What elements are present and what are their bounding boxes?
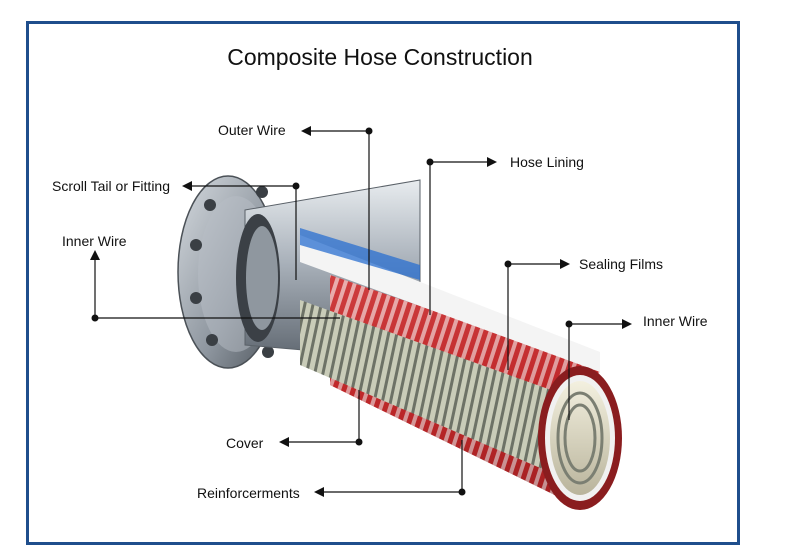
diagram-title: Composite Hose Construction — [227, 44, 533, 70]
arrowheads — [90, 126, 632, 497]
label-hose-lining: Hose Lining — [510, 154, 584, 170]
leader-lines — [94, 130, 628, 493]
label-inner-wire-left: Inner Wire — [62, 233, 127, 249]
label-scroll-tail: Scroll Tail or Fitting — [52, 178, 171, 194]
label-outer-wire: Outer Wire — [218, 122, 286, 138]
label-inner-wire-right: Inner Wire — [643, 313, 708, 329]
label-cover: Cover — [226, 435, 264, 451]
hose-end — [538, 366, 622, 510]
hose-body — [300, 228, 600, 505]
label-reinforcements: Reinforcerments — [197, 485, 300, 501]
leader-dots — [91, 127, 573, 496]
label-sealing-films: Sealing Films — [579, 256, 664, 272]
